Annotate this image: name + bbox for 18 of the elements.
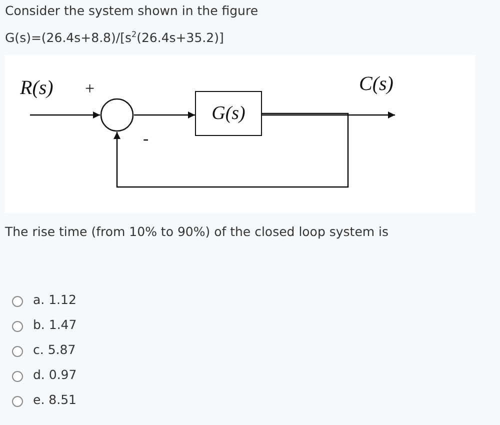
option-label: d. 0.97 (33, 367, 77, 382)
signal-label: R(s) (20, 77, 54, 100)
signal-arrow (134, 112, 195, 118)
sign-label: + (85, 79, 95, 99)
signal-arrow (30, 112, 100, 118)
summing-junction (100, 98, 134, 132)
transfer-function-block: G(s) (195, 91, 262, 136)
option-label: c. 5.87 (33, 342, 76, 357)
signal-arrow (262, 112, 395, 118)
question-text: The rise time (from 10% to 90%) of the closed loop system is (5, 224, 389, 239)
option-label: a. 1.12 (33, 292, 76, 307)
question-title: Consider the system shown in the figure (5, 3, 258, 18)
signal-arrow (114, 112, 349, 188)
option-label: e. 8.51 (33, 392, 76, 407)
option-label: b. 1.47 (33, 317, 77, 332)
signal-label: C(s) (359, 73, 394, 96)
sign-label: - (143, 129, 149, 149)
transfer-function-formula: G(s)=(26.4s+8.8)/[s$^{2}$(26.4s+35.2)] (5, 30, 224, 46)
